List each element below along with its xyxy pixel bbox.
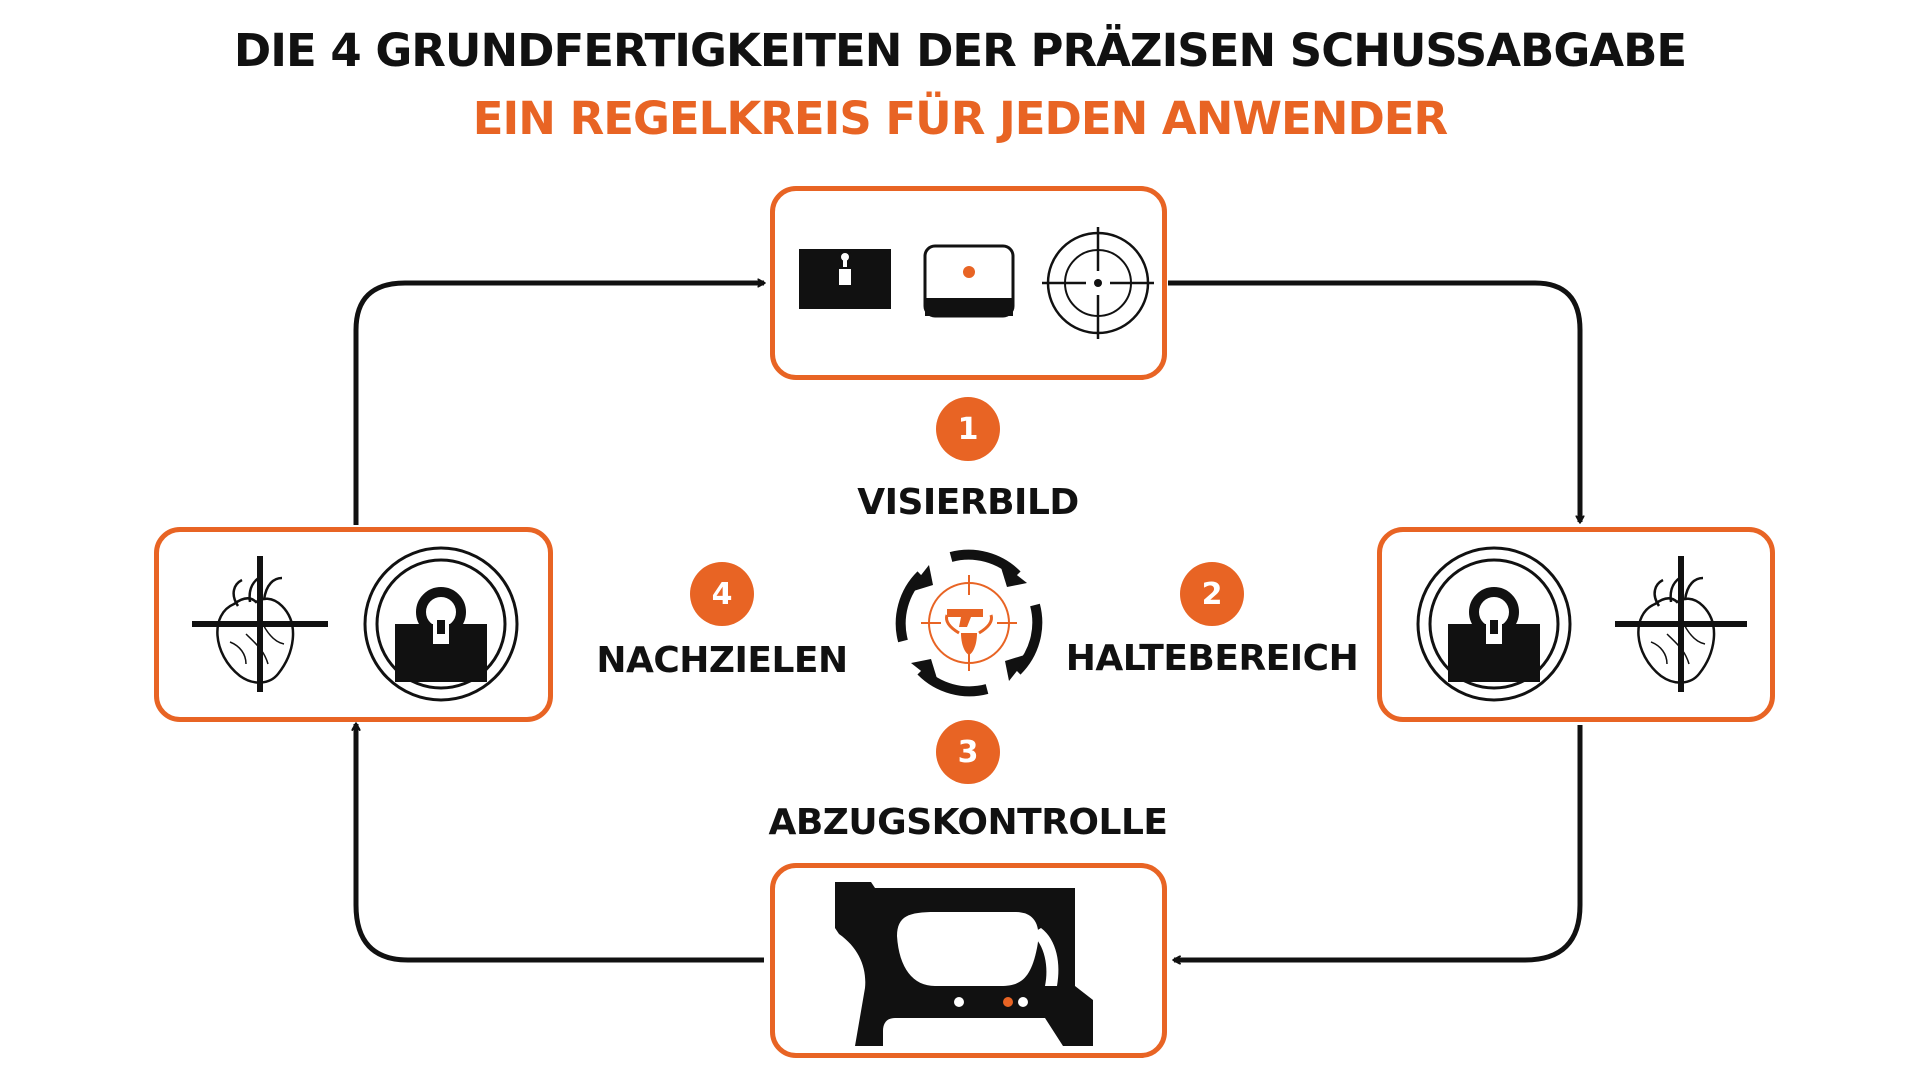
panel-nachzielen bbox=[154, 527, 553, 722]
heart-crosshair-icon bbox=[1615, 556, 1747, 692]
step-badge-1: 1 bbox=[936, 397, 1000, 461]
page-subtitle: EIN REGELKREIS FÜR JEDEN ANWENDER bbox=[472, 92, 1448, 145]
panel-haltebereich-icons bbox=[1416, 546, 1747, 702]
panel-visierbild bbox=[770, 186, 1167, 380]
heart-crosshair-icon bbox=[192, 556, 328, 692]
page-title: DIE 4 GRUNDFERTIGKEITEN DER PRÄZISEN SCH… bbox=[233, 24, 1687, 77]
panel-visierbild-icons bbox=[799, 227, 1154, 339]
step-badge-4: 4 bbox=[690, 562, 754, 626]
step-badge-2: 2 bbox=[1180, 562, 1244, 626]
target-with-sight-icon bbox=[1416, 546, 1572, 702]
arrow-abzug-to-nachzielen bbox=[356, 724, 764, 963]
panel-abzugskontrolle bbox=[770, 863, 1167, 1058]
step-badge-3: 3 bbox=[936, 720, 1000, 784]
panel-haltebereich bbox=[1377, 527, 1775, 722]
step-label-nachzielen: NACHZIELEN bbox=[596, 640, 848, 681]
arrow-visierbild-to-haltebereich bbox=[1168, 280, 1580, 522]
red-dot-sight-icon bbox=[923, 244, 1015, 318]
arrow-haltebereich-to-abzug bbox=[1174, 725, 1583, 960]
step-label-abzugskontrolle: ABZUGSKONTROLLE bbox=[768, 802, 1168, 843]
trigger-finger-icon bbox=[835, 882, 1093, 1046]
cycle-logo-icon bbox=[895, 549, 1043, 697]
step-label-visierbild: VISIERBILD bbox=[857, 482, 1079, 523]
scope-crosshair-icon bbox=[1042, 227, 1154, 339]
step-label-haltebereich: HALTEBEREICH bbox=[1065, 638, 1359, 679]
panel-nachzielen-icons bbox=[192, 546, 519, 702]
arrow-nachzielen-to-visierbild bbox=[353, 283, 764, 525]
target-with-sight-icon bbox=[363, 546, 519, 702]
open-sight-icon bbox=[799, 249, 891, 309]
